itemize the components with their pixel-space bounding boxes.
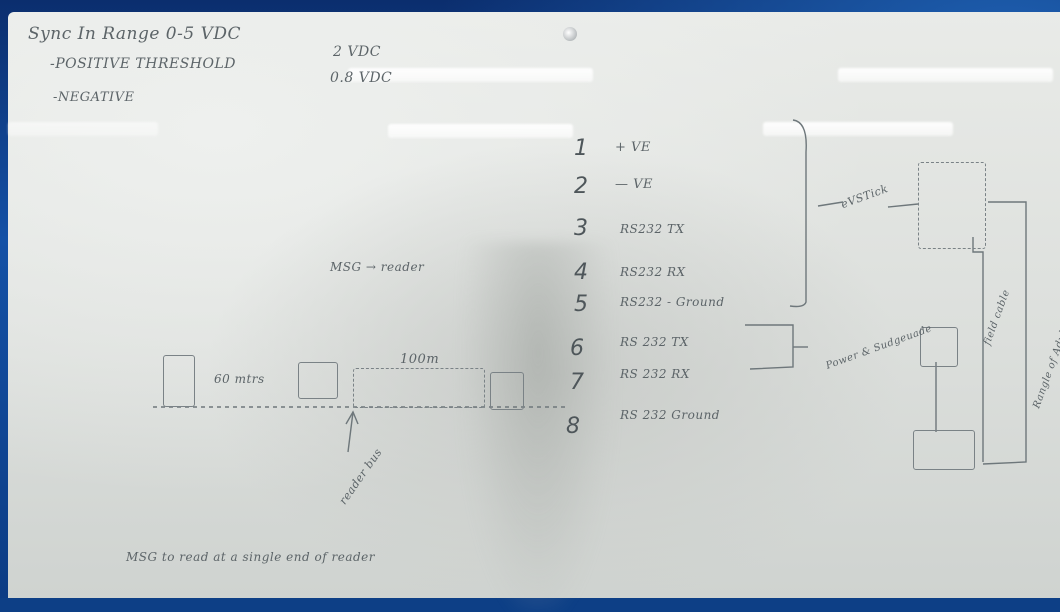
pin-number: 2 [574,174,588,199]
diagram-box [920,327,958,367]
diagram-box [490,372,524,410]
negative-threshold-label: -NEGATIVE [53,90,135,105]
pin-number: 7 [570,370,584,395]
pin-label: RS 232 TX [620,335,689,349]
distance-note: 60 mtrs [214,372,265,386]
pin-number: 1 [574,136,588,161]
pin-label: RS 232 RX [620,367,690,381]
sync-range-text: Sync In Range 0-5 VDC [28,24,242,44]
pin-number: 5 [574,292,588,317]
reflection [463,242,613,612]
bracket-right [789,119,807,308]
light-glare [763,122,953,136]
diagram-box [298,362,338,399]
positive-threshold-value: 2 VDC [333,44,381,60]
pin-number: 3 [574,216,588,241]
light-glare [8,122,158,136]
light-glare [388,124,573,138]
diagram-box [163,355,195,407]
negative-threshold-value: 0.8 VDC [330,70,393,86]
pin-label: + VE [615,140,651,155]
msg-reader-note: MSG → reader [330,260,425,274]
diagram-box [913,430,975,470]
positive-threshold-label: -POSITIVE THRESHOLD [50,56,237,72]
pin-number: 6 [570,336,584,361]
bracket-lower [745,324,794,370]
light-glare [348,68,593,82]
pin-label: RS232 TX [620,222,685,236]
diagram-box [918,162,986,249]
pin-number: 4 [574,260,588,285]
whiteboard: Sync In Range 0-5 VDC -POSITIVE THRESHOL… [8,12,1060,612]
bottom-note: MSG to read at a single end of reader [126,550,375,564]
pin-label: RS232 - Ground [620,295,725,309]
magnet [563,27,577,41]
distance-note: 100m [400,352,440,367]
diagram-box [353,368,485,408]
pin-label: — VE [615,177,654,192]
pin-number: 8 [566,414,580,439]
pin-label: RS232 RX [620,265,686,279]
diagram-lines [153,119,1027,465]
pin-label: RS 232 Ground [620,408,720,422]
light-glare [838,68,1053,82]
